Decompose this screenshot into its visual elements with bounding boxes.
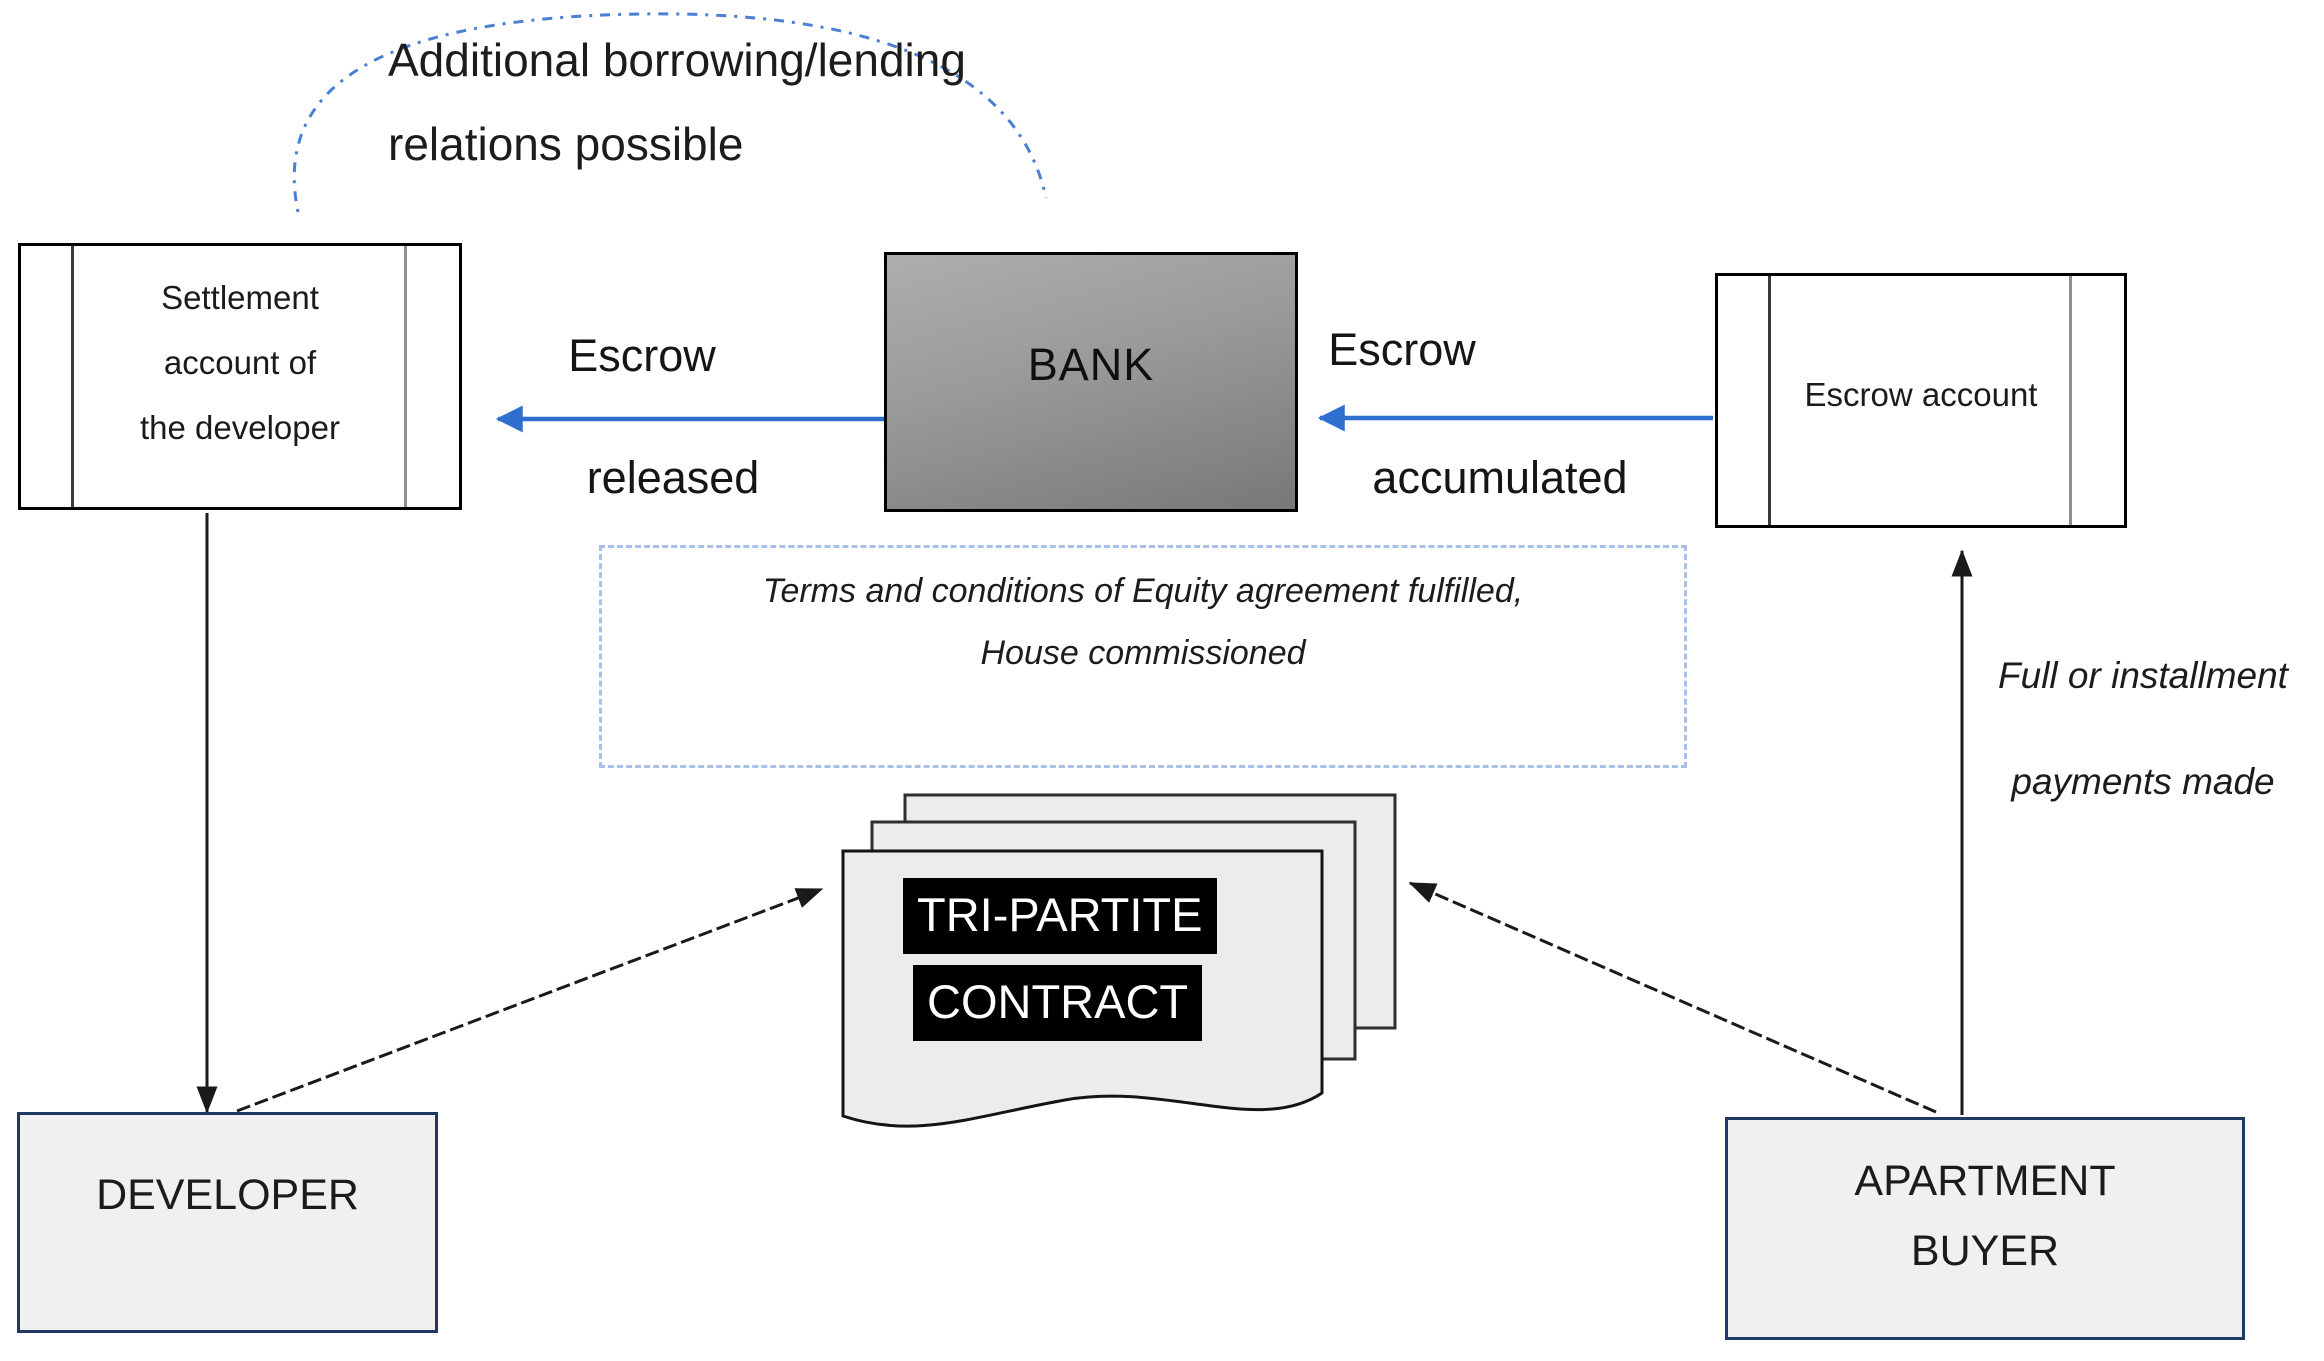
- buyer-line-2: BUYER: [1910, 1227, 2060, 1275]
- buyer-to-contract-arrow: [1408, 881, 1937, 1114]
- additional-relations-note: Additional borrowing/lending relations p…: [388, 18, 966, 186]
- escrow-account-box: Escrow account: [1715, 273, 2127, 528]
- developer-to-contract-arrow: [236, 887, 824, 1113]
- settlement-line-2: account of: [163, 344, 317, 381]
- ledger-stripe-right: [404, 246, 407, 507]
- payments-note: Full or installment payments made: [1975, 648, 2311, 810]
- bank-label: BANK: [1027, 339, 1155, 390]
- buyer-line-1: APARTMENT: [1854, 1157, 2116, 1205]
- settlement-line-1: Settlement: [161, 279, 319, 316]
- bank-box: BANK: [884, 252, 1298, 512]
- escrow-released-label-2: released: [586, 452, 760, 503]
- developer-label: DEVELOPER: [96, 1171, 359, 1219]
- payments-line-2: payments made: [2011, 761, 2275, 802]
- escrow-accumulated-label-1: Escrow: [1328, 324, 1476, 375]
- equity-terms-line-1: Terms and conditions of Equity agreement…: [762, 572, 1524, 610]
- ledger-stripe-right: [2069, 276, 2072, 525]
- ledger-stripe-left: [1768, 276, 1771, 525]
- payments-line-1: Full or installment: [1998, 655, 2288, 696]
- developer-box: DEVELOPER: [17, 1112, 438, 1333]
- ledger-stripe-left: [71, 246, 74, 507]
- contract-tag-tri-partite: TRI-PARTITE: [903, 878, 1217, 954]
- equity-terms-box: Terms and conditions of Equity agreement…: [599, 545, 1687, 768]
- contract-document-stack: [841, 793, 1397, 1128]
- escrow-accumulated-label-2: accumulated: [1372, 452, 1628, 503]
- contract-tag-contract: CONTRACT: [913, 965, 1203, 1041]
- note-line-1: Additional borrowing/lending: [388, 34, 966, 86]
- additional-relations-arc: [292, 12, 1048, 213]
- apartment-buyer-box: APARTMENT BUYER: [1725, 1117, 2245, 1340]
- settlement-account-box: Settlement account of the developer: [18, 243, 462, 510]
- note-line-2: relations possible: [388, 118, 744, 170]
- escrow-released-label-1: Escrow: [568, 330, 716, 381]
- equity-terms-line-2: House commissioned: [980, 634, 1306, 672]
- settlement-line-3: the developer: [140, 409, 340, 446]
- escrow-account-label: Escrow account: [1804, 376, 2038, 413]
